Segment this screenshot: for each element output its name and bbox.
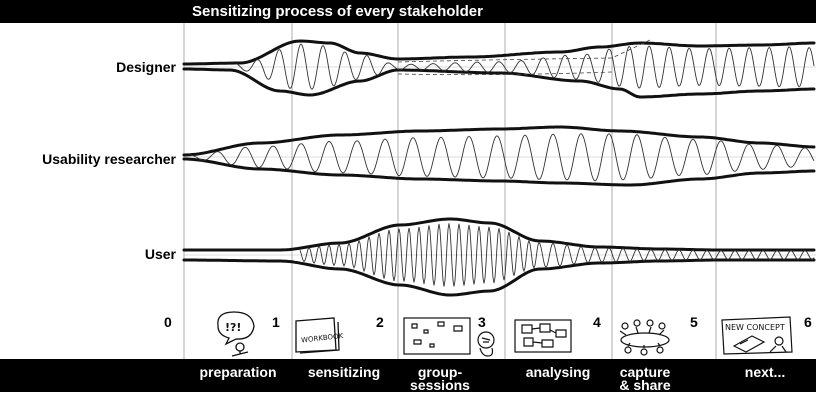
usability-researcher-lower-edge: [182, 157, 816, 187]
phase-dividers: [183, 23, 717, 359]
phase-group-sessions-label-2: sessions: [410, 377, 470, 393]
phase-preparation: preparation: [184, 364, 292, 380]
phase-group-sessions-label-1: group-: [417, 364, 463, 380]
user-engagement-band: [182, 217, 816, 297]
new-concept-sketch: NEW CONCEPT: [721, 316, 793, 355]
sensitizing-workbook-sketch: WORKBOOK: [295, 317, 344, 354]
new-concept-sketch-text: NEW CONCEPT: [725, 323, 785, 332]
stage-number-1: 1: [272, 314, 280, 330]
usability-researcher-upper-edge: [182, 125, 816, 157]
stage-number-0: 0: [164, 314, 172, 330]
group-sessions-sketch: [403, 317, 495, 357]
usability-researcher-engagement-band: [182, 125, 816, 187]
phase-sensitizing: sensitizing: [292, 364, 396, 380]
user-label: User: [144, 246, 176, 262]
phase-next-label: next...: [744, 364, 786, 380]
phase-next: next...: [720, 364, 810, 380]
stage-number-2: 2: [376, 314, 384, 330]
user-upper-edge: [182, 217, 816, 252]
preparation-sketch: !?!: [217, 311, 255, 357]
phase-preparation-label: preparation: [199, 364, 277, 380]
phase-analysing-label: analysing: [525, 364, 591, 380]
user-wave: [299, 223, 815, 287]
usability-researcher-label: Usability researcher: [42, 151, 176, 167]
user-lower-edge: [182, 258, 816, 297]
workbook-sketch-text: WORKBOOK: [301, 332, 344, 344]
title-bar: Sensitizing process of every stakeholder: [0, 0, 816, 23]
row-centerlines: [184, 66, 816, 256]
designer-wave: [235, 43, 815, 90]
phase-group-sessions: group- sessions: [400, 364, 480, 393]
stage-number-5: 5: [690, 314, 698, 330]
stage-number-3: 3: [478, 314, 486, 330]
preparation-sketch-text: !?!: [225, 321, 241, 334]
phase-capture-share-label-2: & share: [619, 377, 671, 393]
analysing-sketch: [514, 319, 572, 353]
phase-capture-share: capture & share: [605, 364, 685, 393]
stage-number-6: 6: [804, 314, 812, 330]
phase-bar: [0, 359, 816, 392]
diagram-title: Sensitizing process of every stakeholder: [192, 3, 483, 20]
designer-lower-edge: [182, 67, 816, 99]
capture-share-sketch: [619, 319, 670, 356]
designer-engagement-band: [182, 39, 816, 99]
designer-label: Designer: [116, 59, 176, 75]
phase-sensitizing-label: sensitizing: [307, 364, 381, 380]
usability-researcher-wave: [189, 133, 815, 182]
designer-upper-edge: [182, 39, 816, 66]
phase-analysing: analysing: [508, 364, 608, 380]
phase-capture-share-label-1: capture: [619, 364, 671, 380]
stage-number-4: 4: [593, 314, 601, 330]
